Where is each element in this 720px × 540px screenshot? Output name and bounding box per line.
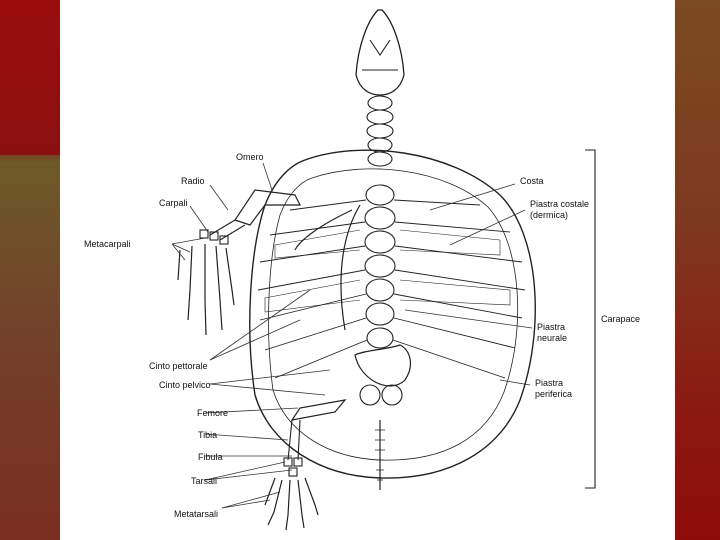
label-tarsali: Tarsali [191,476,218,486]
spine-vertebrae [364,184,396,349]
ribs [257,199,526,379]
label-piastra-costale-1: Piastra costale [530,199,590,209]
label-piastra-periferica-2: periferica [535,389,573,399]
hind-limb-digits [264,477,319,531]
pectoral-girdle [294,204,361,331]
carapace-inner-rim [268,168,519,461]
label-piastra-neurale-1: Piastra [537,322,566,332]
label-fibula: Fibula [198,452,223,462]
diagram-panel: Omero Radio Carpali Metacarpali Cinto pe… [60,0,675,540]
left-background-band-top [0,0,60,155]
skull [355,9,405,96]
label-radio: Radio [181,176,205,186]
front-limb-humerus [234,189,301,226]
costal-plates [264,229,511,313]
carapace-bracket [585,149,596,489]
label-cinto-pelvico: Cinto pelvico [159,380,211,390]
label-piastra-periferica-1: Piastra [535,378,564,388]
leader-lines [171,162,533,509]
label-tibia: Tibia [198,430,218,440]
label-piastra-neurale-2: neurale [537,333,568,343]
label-femore: Femore [197,408,229,418]
front-limb-digits [177,244,235,336]
pelvic-girdle [354,344,412,387]
hind-limb-femur [290,399,347,421]
label-cinto-pettorale: Cinto pettorale [149,361,208,371]
hind-limb-tibia-fibula [287,419,301,461]
label-costa: Costa [520,176,544,186]
neck-vertebrae [366,95,394,167]
right-background-band [675,0,720,540]
label-omero: Omero [236,152,264,162]
carapace-outline [249,149,536,479]
label-metacarpali: Metacarpali [84,239,131,249]
label-carpali: Carpali [159,198,188,208]
label-metatarsali: Metatarsali [174,509,219,519]
label-carapace: Carapace [601,314,641,324]
hind-limb-tarsals [283,457,303,477]
turtle-skeleton-drawing [171,9,596,531]
front-limb-carpals [199,229,229,245]
label-piastra-costale-2: (dermica) [530,210,569,220]
